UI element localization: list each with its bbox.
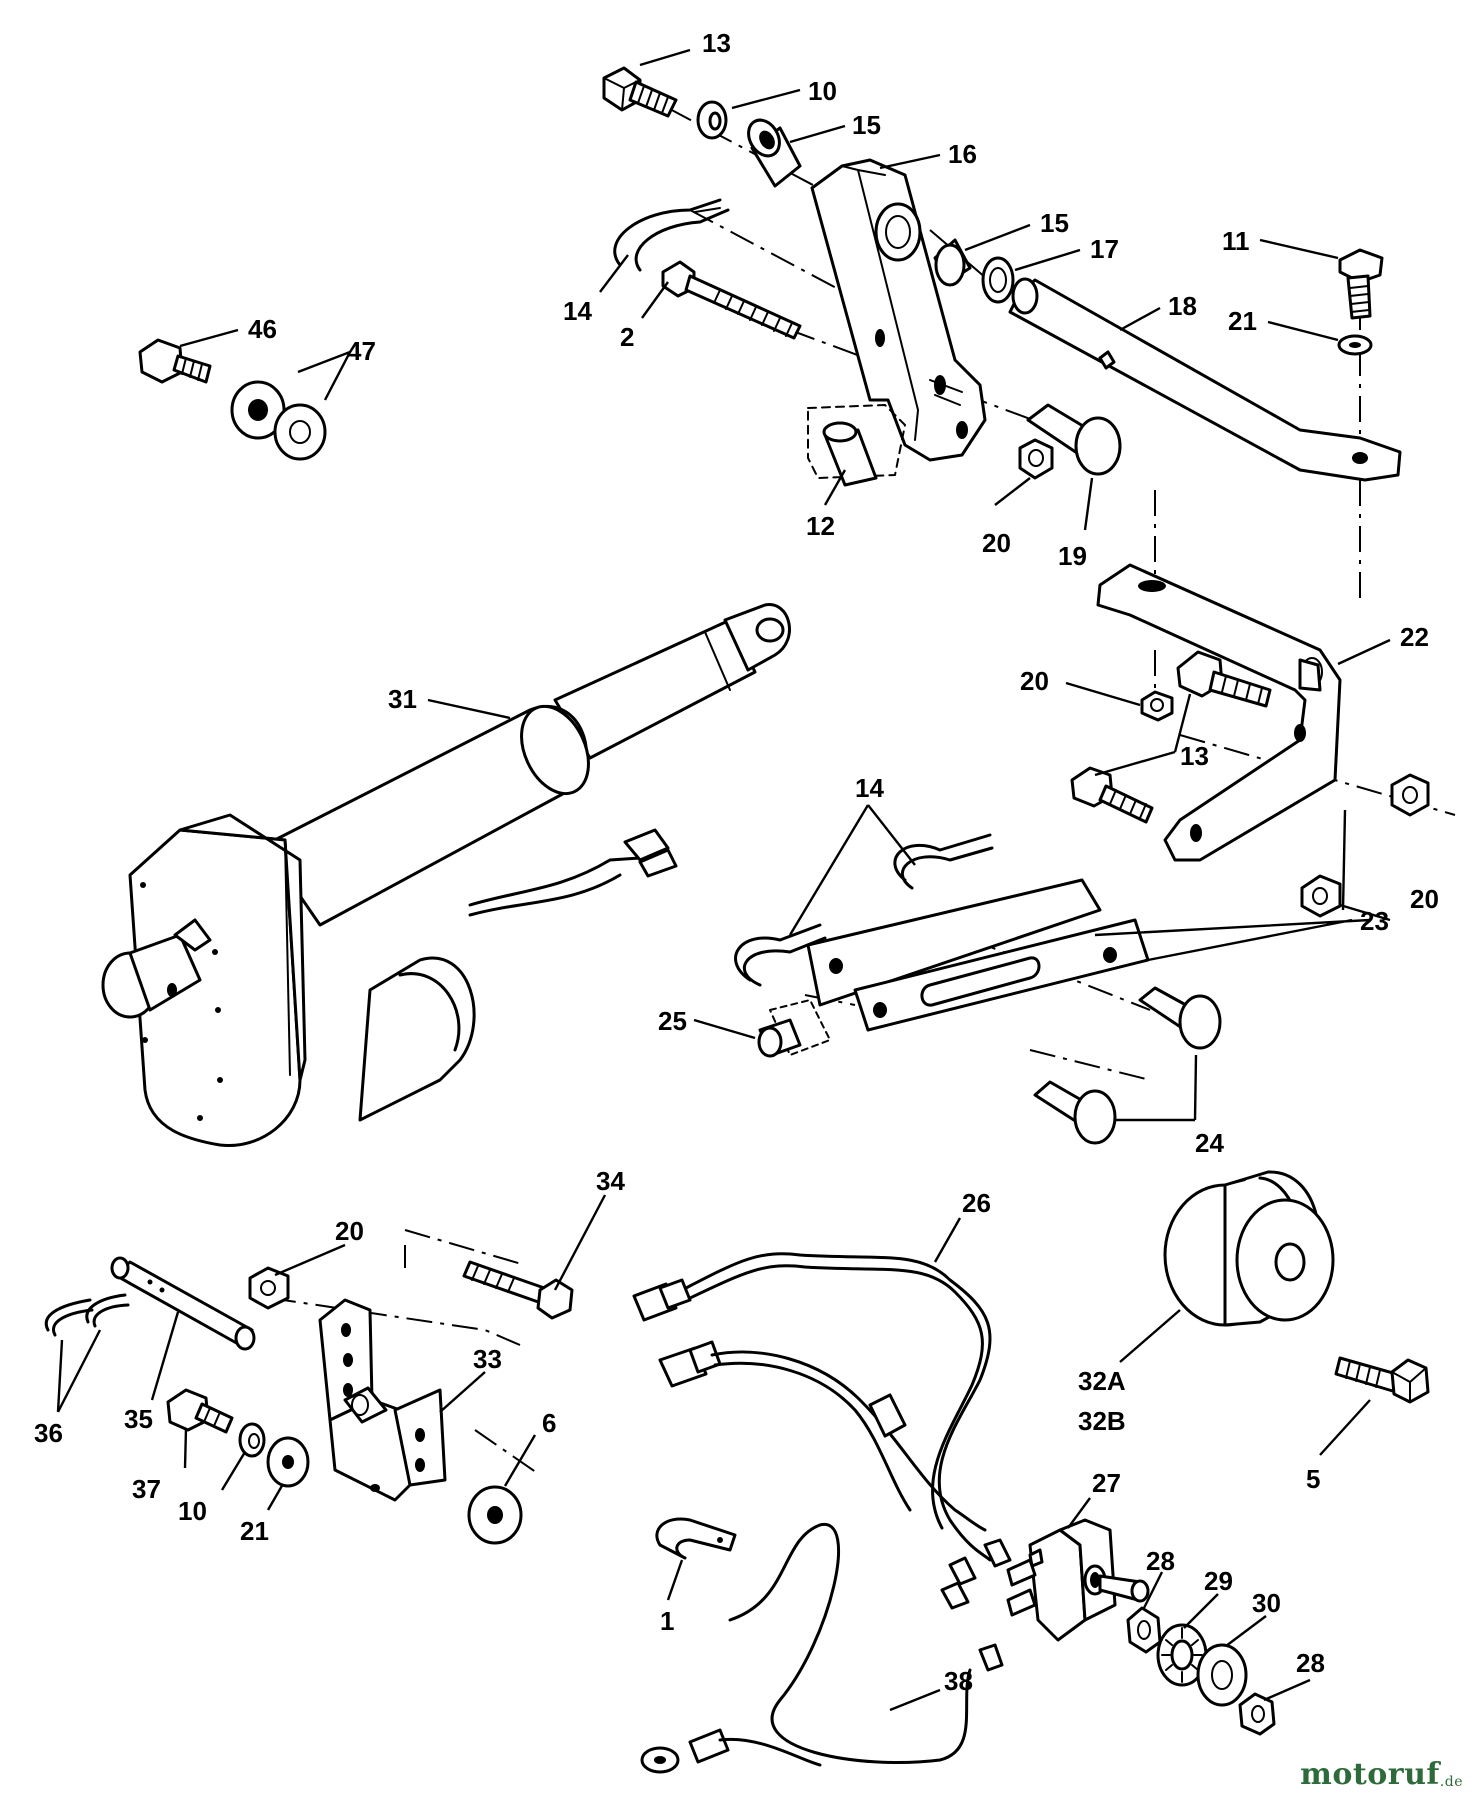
callout-12: 12 bbox=[806, 511, 835, 541]
callout-36: 36 bbox=[34, 1418, 63, 1448]
callout-24: 24 bbox=[1195, 1128, 1224, 1158]
leader-lines bbox=[56, 48, 1391, 1712]
nut-20-lower bbox=[248, 1266, 290, 1310]
callout-20-right: 20 bbox=[1410, 884, 1439, 914]
callout-28-outer: 28 bbox=[1296, 1648, 1325, 1678]
long-bolt-2 bbox=[661, 260, 802, 340]
callout-35: 35 bbox=[124, 1404, 153, 1434]
washer-30 bbox=[1196, 1643, 1248, 1707]
spacer-12 bbox=[807, 404, 906, 487]
bolt-11 bbox=[1338, 248, 1384, 320]
callout-10-top: 10 bbox=[808, 76, 837, 106]
callout-14-top: 14 bbox=[563, 296, 592, 326]
callout-47: 47 bbox=[347, 336, 376, 366]
callout-33: 33 bbox=[473, 1344, 502, 1374]
bolt-13-top bbox=[602, 66, 678, 118]
washer-21-lower bbox=[266, 1436, 310, 1488]
callout-22: 22 bbox=[1400, 622, 1429, 652]
callout-13-top: 13 bbox=[702, 28, 731, 58]
lock-washer-10-top bbox=[696, 100, 728, 140]
callout-10-lower: 10 bbox=[178, 1496, 207, 1526]
callout-30: 30 bbox=[1252, 1588, 1281, 1618]
bolt-46 bbox=[138, 338, 212, 384]
roller-32 bbox=[1163, 1170, 1335, 1327]
wire-harness-26 bbox=[632, 1252, 1012, 1610]
callout-31: 31 bbox=[388, 684, 417, 714]
link-plates-23 bbox=[806, 878, 1150, 1032]
washers-47 bbox=[230, 380, 327, 461]
callout-19: 19 bbox=[1058, 541, 1087, 571]
wire-clip-1 bbox=[655, 1517, 737, 1560]
link-rod-18 bbox=[1008, 277, 1402, 482]
callout-20-bracket: 20 bbox=[1020, 666, 1049, 696]
callout-21-lower: 21 bbox=[240, 1516, 269, 1546]
callout-28-inner: 28 bbox=[1146, 1546, 1175, 1576]
callout-25: 25 bbox=[658, 1006, 687, 1036]
bolt-13-lower bbox=[1070, 766, 1154, 824]
hitch-pin-14-right bbox=[893, 833, 994, 890]
nut-20-right-lower bbox=[1300, 874, 1342, 918]
bushing-15-mid bbox=[933, 238, 972, 287]
nut-20-bracket-left bbox=[1140, 690, 1174, 722]
pivot-bracket-33 bbox=[318, 1298, 447, 1502]
hitch-pin-14-left bbox=[734, 923, 827, 987]
bushing-15-top bbox=[747, 118, 802, 188]
bolt-37 bbox=[166, 1388, 234, 1434]
nut-28-outer bbox=[1238, 1692, 1276, 1736]
callout-11: 11 bbox=[1222, 226, 1250, 256]
callout-27: 27 bbox=[1092, 1468, 1121, 1498]
callout-29: 29 bbox=[1204, 1566, 1233, 1596]
callout-23: 23 bbox=[1360, 906, 1389, 936]
callout-20-lower: 20 bbox=[335, 1216, 364, 1246]
callout-17: 17 bbox=[1090, 234, 1119, 264]
hitch-pin-14-top bbox=[613, 198, 730, 272]
callout-21-top: 21 bbox=[1228, 306, 1257, 336]
callout-34: 34 bbox=[596, 1166, 625, 1196]
spacer-25 bbox=[757, 999, 831, 1058]
bolt-34 bbox=[462, 1260, 574, 1320]
callout-15-top: 15 bbox=[852, 110, 881, 140]
callout-16: 16 bbox=[948, 139, 977, 169]
nut-28-inner bbox=[1126, 1606, 1162, 1654]
lift-arm-16 bbox=[810, 158, 987, 462]
callout-32a: 32A bbox=[1078, 1366, 1126, 1396]
bracket-22 bbox=[1096, 563, 1342, 862]
callout-2: 2 bbox=[620, 322, 634, 352]
callout-labels: 13 10 15 16 15 17 11 18 21 14 2 46 47 12… bbox=[34, 28, 1439, 1696]
washer-17 bbox=[981, 256, 1015, 304]
callout-32b: 32B bbox=[1078, 1406, 1126, 1436]
callout-37: 37 bbox=[132, 1474, 161, 1504]
lock-washer-10-lower bbox=[238, 1422, 266, 1458]
callout-15-mid: 15 bbox=[1040, 208, 1069, 238]
clips-36 bbox=[44, 1293, 130, 1337]
linear-actuator-31 bbox=[101, 603, 791, 1148]
callout-6: 6 bbox=[542, 1408, 556, 1438]
pivot-rod-35 bbox=[110, 1256, 256, 1351]
callout-5: 5 bbox=[1306, 1464, 1320, 1494]
toggle-switch-27 bbox=[1006, 1518, 1150, 1642]
clevis-pin-19 bbox=[1026, 403, 1122, 476]
ground-wire-38 bbox=[640, 1523, 1004, 1774]
bolt-13-bracket bbox=[1176, 650, 1272, 708]
callout-14-mid: 14 bbox=[855, 773, 884, 803]
clevis-pins-24 bbox=[1033, 986, 1222, 1145]
watermark-brand: motoruf bbox=[1300, 1757, 1440, 1792]
bolt-5 bbox=[1334, 1356, 1430, 1404]
watermark-logo: motoruf.de bbox=[1300, 1757, 1463, 1792]
callout-26: 26 bbox=[962, 1188, 991, 1218]
callout-1: 1 bbox=[660, 1606, 674, 1636]
washer-6 bbox=[467, 1485, 523, 1545]
callout-13-bracket: 13 bbox=[1180, 741, 1209, 771]
nut-20-right-upper bbox=[1390, 773, 1430, 817]
callout-18: 18 bbox=[1168, 291, 1197, 321]
watermark-tld: .de bbox=[1439, 1774, 1463, 1790]
callout-20-top: 20 bbox=[982, 528, 1011, 558]
washer-21-top bbox=[1337, 334, 1373, 356]
nut-20-top bbox=[1018, 438, 1054, 480]
callout-38: 38 bbox=[944, 1666, 973, 1696]
callout-46: 46 bbox=[248, 314, 277, 344]
lock-washer-29 bbox=[1156, 1623, 1208, 1687]
